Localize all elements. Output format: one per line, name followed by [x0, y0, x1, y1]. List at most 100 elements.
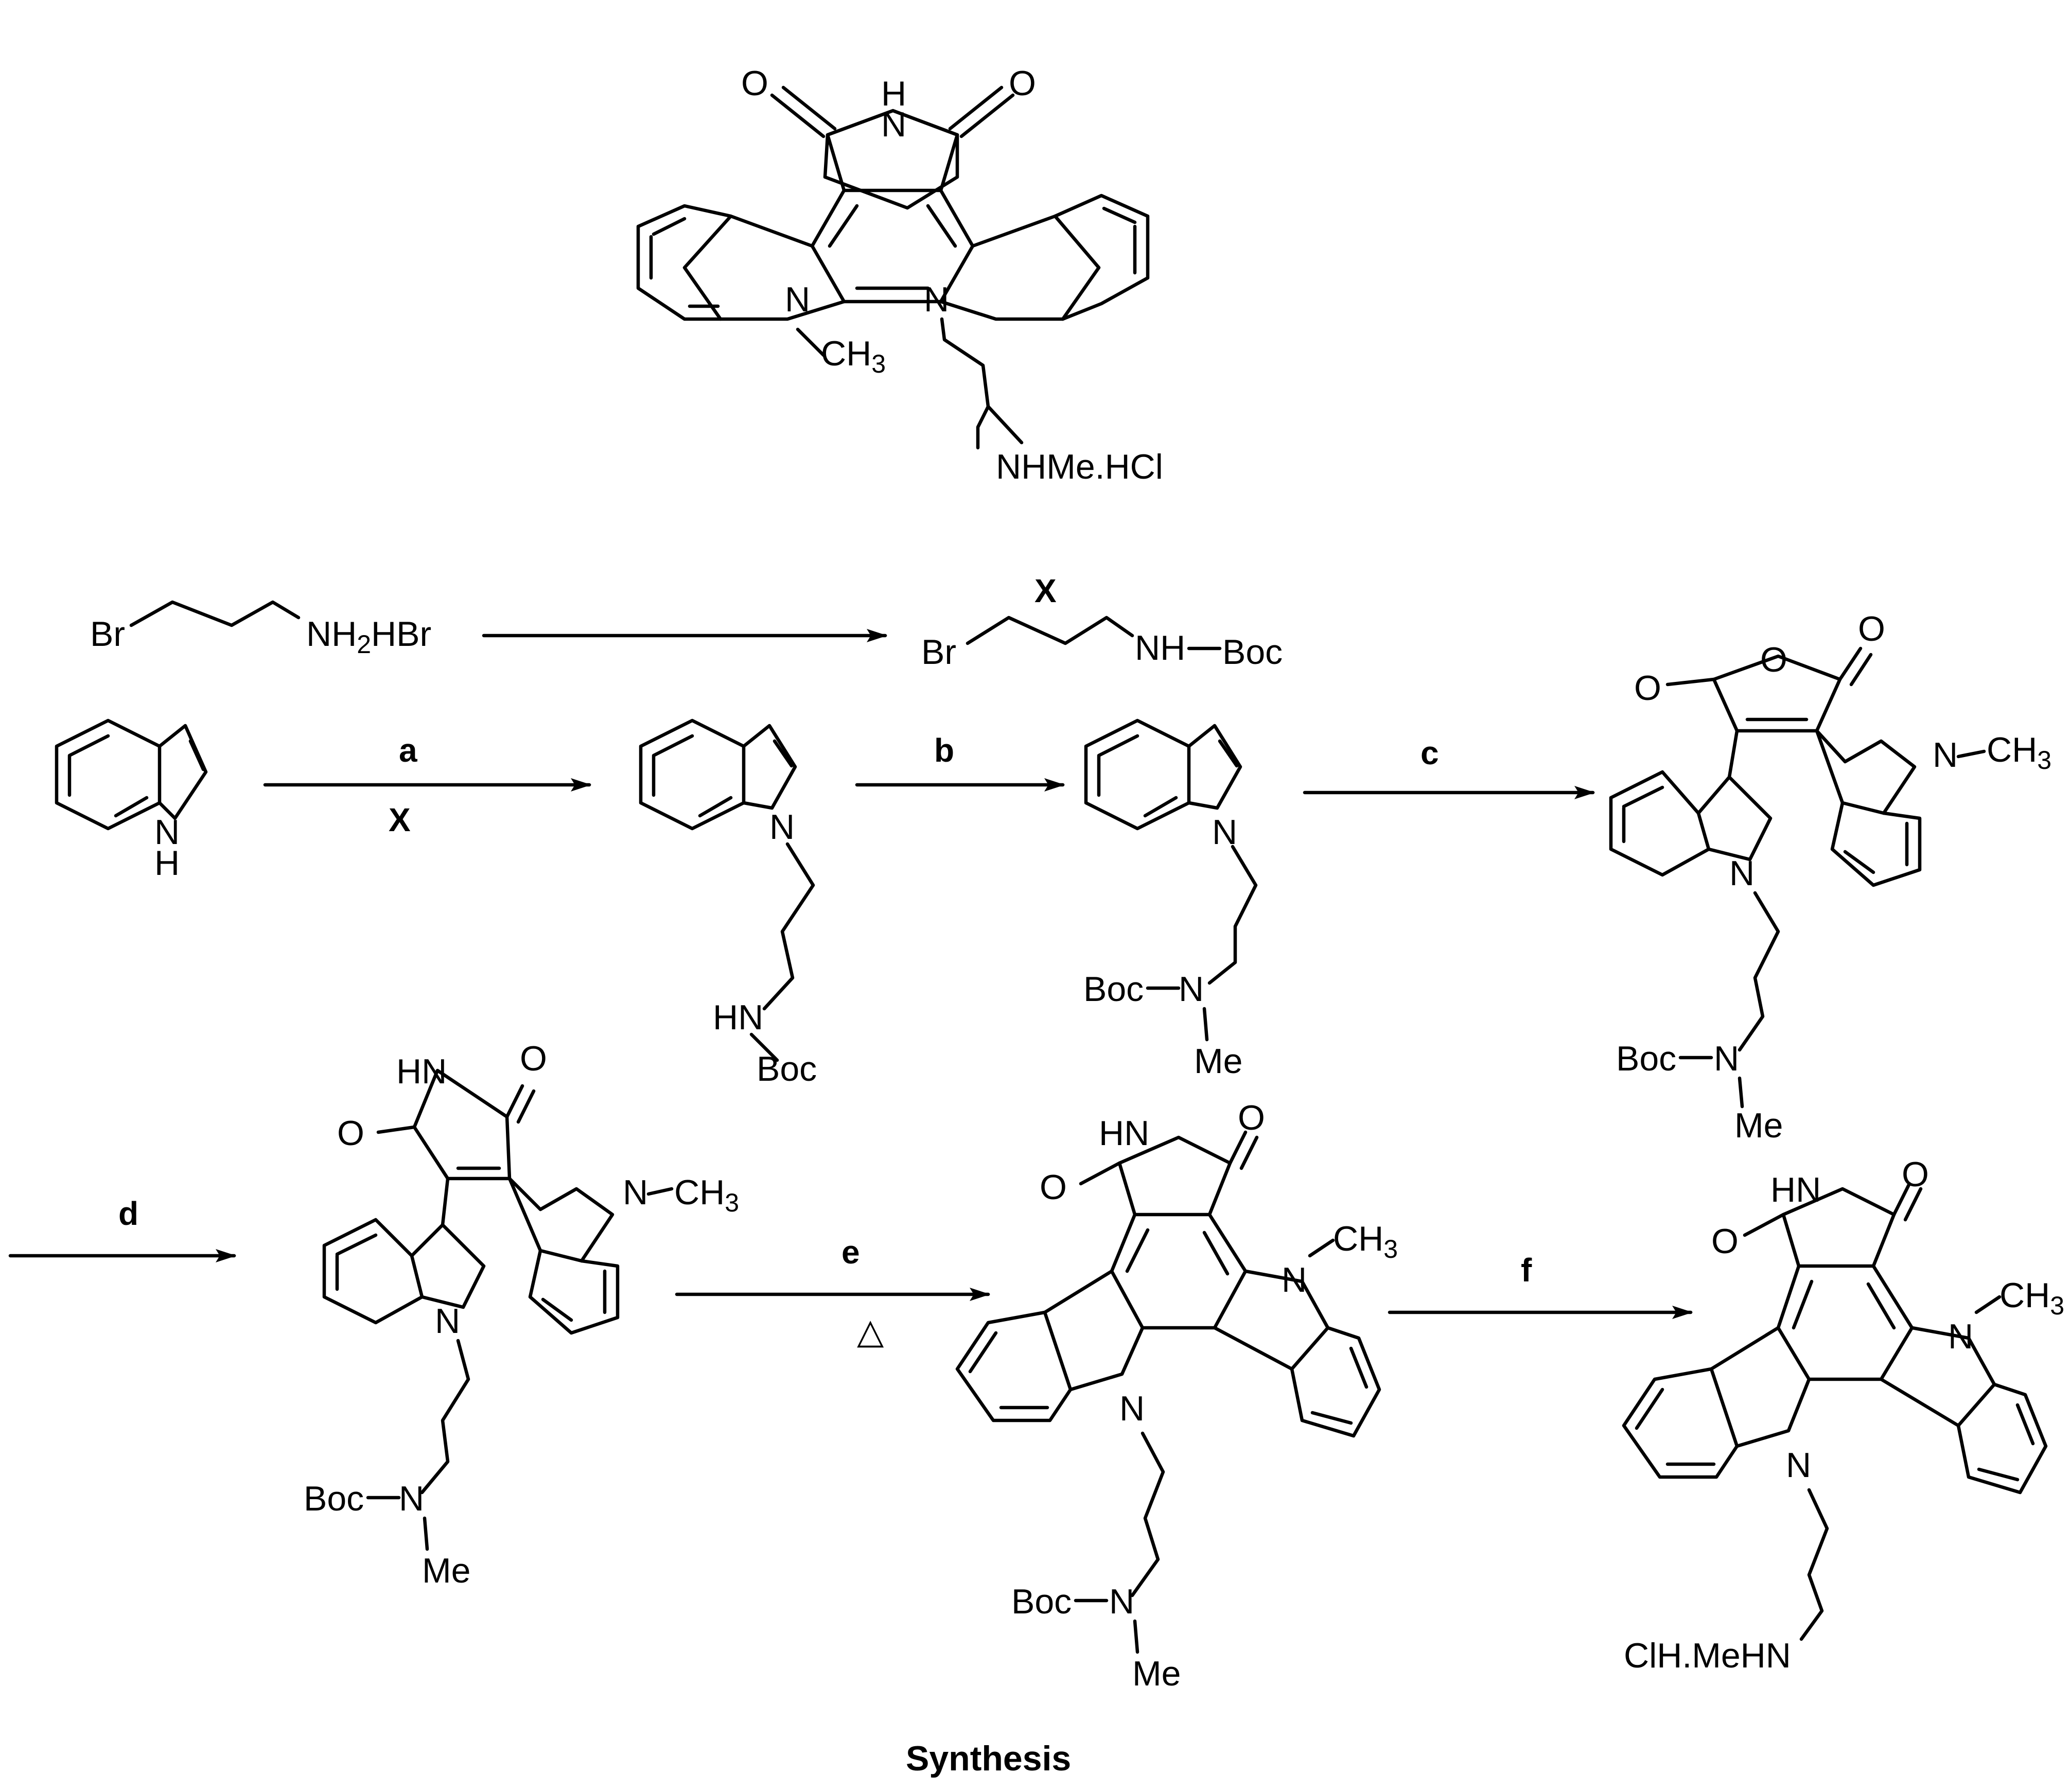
right-benzo-double: [1102, 206, 1137, 224]
indole-pyrrole: [157, 724, 208, 820]
c5-n-bottom: N: [1119, 1389, 1145, 1428]
c3-right-pyrrole: [1815, 729, 1917, 815]
bromopropylamine-chain: [129, 600, 301, 627]
c5-right-pyrrole: [1213, 1269, 1330, 1371]
left-benzo: [636, 204, 733, 321]
right-pyrrole: [939, 214, 1101, 321]
c4-right-pyrrole: [507, 1176, 615, 1263]
compound-2: N Boc N Me: [1083, 718, 1258, 1081]
c4-boc: Boc: [304, 1479, 364, 1518]
c2-n-me-bond: [1202, 1007, 1209, 1042]
c5-o-left: O: [1040, 1168, 1067, 1207]
c3-amine-n: N: [1714, 1039, 1739, 1078]
c5-hn: HN: [1099, 1114, 1149, 1153]
c3-n-right: N: [1933, 735, 1958, 775]
c4-co-right: [505, 1084, 524, 1119]
c2-benzo-d3: [1143, 796, 1178, 818]
c6-co-left: [1743, 1213, 1785, 1237]
central-ring-double-2: [926, 204, 957, 248]
c4-left-benzo-d: [335, 1233, 378, 1256]
c1-hn-boc-bond: [749, 1032, 779, 1062]
c5-central-d2: [1202, 1231, 1230, 1276]
step-a-reagent: X: [389, 801, 411, 838]
step-d-label: d: [118, 1195, 138, 1232]
reagent-product-amine: NH: [1135, 628, 1185, 667]
c5-imide-ring: [1117, 1135, 1232, 1217]
c6-n-methyl-bond: [1974, 1295, 2002, 1314]
target-n-left: N: [785, 280, 810, 319]
compound-4: HN O O N N CH3 Boc N Me: [304, 1039, 739, 1590]
side-chain-2: [976, 405, 990, 450]
carbonyl-bond-left: [770, 93, 826, 138]
c2-benzo-d: [1097, 734, 1139, 758]
c4-n-left: N: [435, 1302, 460, 1341]
c4-right-benzo-d: [541, 1297, 573, 1322]
c4-left-pyrrole: [420, 1176, 486, 1309]
indole-benzo-double: [67, 734, 110, 758]
boc-amine-chain: [966, 616, 1134, 645]
c5-amine-n: N: [1109, 1582, 1134, 1621]
right-benzo: [1053, 194, 1150, 321]
c3-n-left: N: [1729, 854, 1755, 893]
c2-chain: [1207, 845, 1258, 985]
c5-n-me-bond: [1133, 1619, 1139, 1654]
c4-o-left: O: [337, 1114, 364, 1153]
c4-methyl: CH3: [674, 1173, 739, 1217]
c3-methyl: CH3: [1987, 730, 2051, 775]
compound-1: N HN Boc: [639, 718, 817, 1088]
step-c-label: c: [1420, 734, 1439, 771]
c6-right-benzo-d: [1977, 1467, 2020, 1482]
c5-central-d: [1125, 1228, 1150, 1273]
c3-co-right-2: [1849, 653, 1873, 687]
c5-left-benzo: [955, 1310, 1073, 1422]
target-side-chain-amine: NHMe.HCl: [996, 447, 1163, 486]
left-pyrrole: [682, 214, 846, 321]
target-carbonyl-right: O: [1009, 64, 1036, 103]
reagent-prep-row: Br NH2HBr X Br NH Boc: [90, 572, 1283, 672]
reagent-start-amine: NH2HBr: [306, 614, 431, 659]
c3-co-right: [1838, 646, 1863, 681]
carbonyl-bond-left-2: [781, 85, 837, 131]
c6-imide-ring: [1781, 1187, 1896, 1268]
reagent-product-boc: Boc: [1222, 633, 1283, 672]
c1-benzo-d3: [698, 796, 733, 818]
c6-o-left: O: [1711, 1222, 1739, 1261]
c5-o-right: O: [1238, 1098, 1265, 1137]
c6-central-d2: [1866, 1282, 1896, 1330]
c4-co-left: [376, 1125, 416, 1134]
step-a-label: a: [399, 732, 417, 769]
c4-n-methyl-bond: [646, 1187, 674, 1196]
c3-n-methyl-bond: [1956, 749, 1986, 759]
c6-right-pyrrole: [1879, 1326, 1996, 1428]
c3-boc: Boc: [1616, 1039, 1676, 1078]
c3-right-benzo: [1830, 801, 1922, 887]
c5-co-left: [1079, 1161, 1121, 1186]
target-compound: H N O O N CH3 N NHMe.HCl: [636, 64, 1163, 486]
c3-o-left: O: [1634, 669, 1661, 708]
c4-n-me-bond: [423, 1516, 429, 1551]
step-b-label: b: [934, 732, 954, 769]
c3-co-left: [1665, 677, 1716, 687]
c6-methyl: CH3: [1999, 1276, 2064, 1320]
c5-me: Me: [1132, 1654, 1181, 1693]
c4-maleimide-ring: [412, 1068, 512, 1181]
c6-left-pyrrole: [1709, 1326, 1811, 1448]
reagent-product-br: Br: [921, 633, 956, 672]
c4-me: Me: [422, 1551, 470, 1590]
c1-hn: HN: [713, 998, 763, 1037]
c6-n-bottom: N: [1786, 1446, 1811, 1485]
c6-n-right: N: [1948, 1317, 1973, 1356]
c5-boc: Boc: [1011, 1582, 1072, 1621]
c3-left-benzo-d: [1622, 785, 1664, 809]
scheme-caption: Synthesis: [906, 1739, 1071, 1778]
c3-ring-o: O: [1760, 640, 1787, 679]
compound-5: HN O O N N CH3 Boc N Me: [955, 1098, 1398, 1693]
c5-central: [1110, 1213, 1248, 1330]
c5-co-right: [1228, 1130, 1248, 1165]
c1-pyrrole: [742, 724, 797, 810]
target-carbonyl-left: O: [741, 64, 768, 103]
c3-n-me-bond: [1738, 1076, 1744, 1109]
c3-anhydride-ring: [1712, 654, 1842, 733]
side-chain: [940, 317, 1024, 445]
central-ring-double: [828, 204, 859, 248]
